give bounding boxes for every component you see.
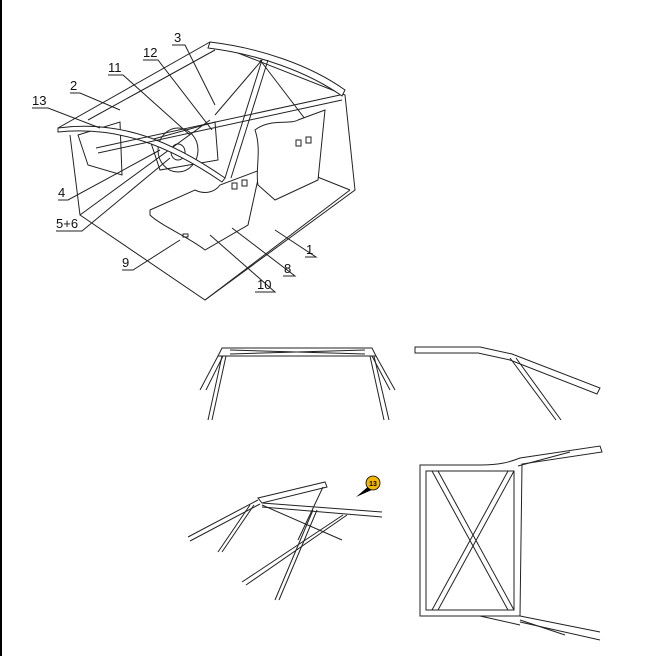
label-4: 4 bbox=[58, 185, 65, 200]
label-13: 13 bbox=[32, 93, 46, 108]
cage-side-view bbox=[414, 346, 601, 421]
label-5-6: 5+6 bbox=[56, 216, 78, 231]
cage-isometric-view bbox=[187, 481, 383, 601]
label-3: 3 bbox=[174, 30, 181, 45]
label-12: 12 bbox=[143, 45, 157, 60]
cage-top-view bbox=[419, 445, 603, 641]
label-8: 8 bbox=[284, 261, 291, 276]
page-left-border bbox=[0, 0, 2, 656]
label-1: 1 bbox=[306, 242, 313, 257]
part-labels: 3 12 11 2 13 4 5+6 9 10 8 1 bbox=[32, 30, 313, 292]
label-2: 2 bbox=[70, 78, 77, 93]
label-11: 11 bbox=[108, 60, 122, 75]
roll-cage-main bbox=[57, 41, 346, 183]
leader-lines bbox=[32, 44, 318, 293]
svg-text:13: 13 bbox=[369, 481, 377, 488]
passenger-seat bbox=[254, 109, 326, 201]
cage-front-view bbox=[199, 347, 396, 421]
label-9: 9 bbox=[122, 255, 129, 270]
dashboard bbox=[77, 121, 219, 176]
callout-badge-13: 13 bbox=[356, 475, 381, 497]
label-10: 10 bbox=[257, 277, 271, 292]
driver-seat bbox=[149, 169, 261, 251]
